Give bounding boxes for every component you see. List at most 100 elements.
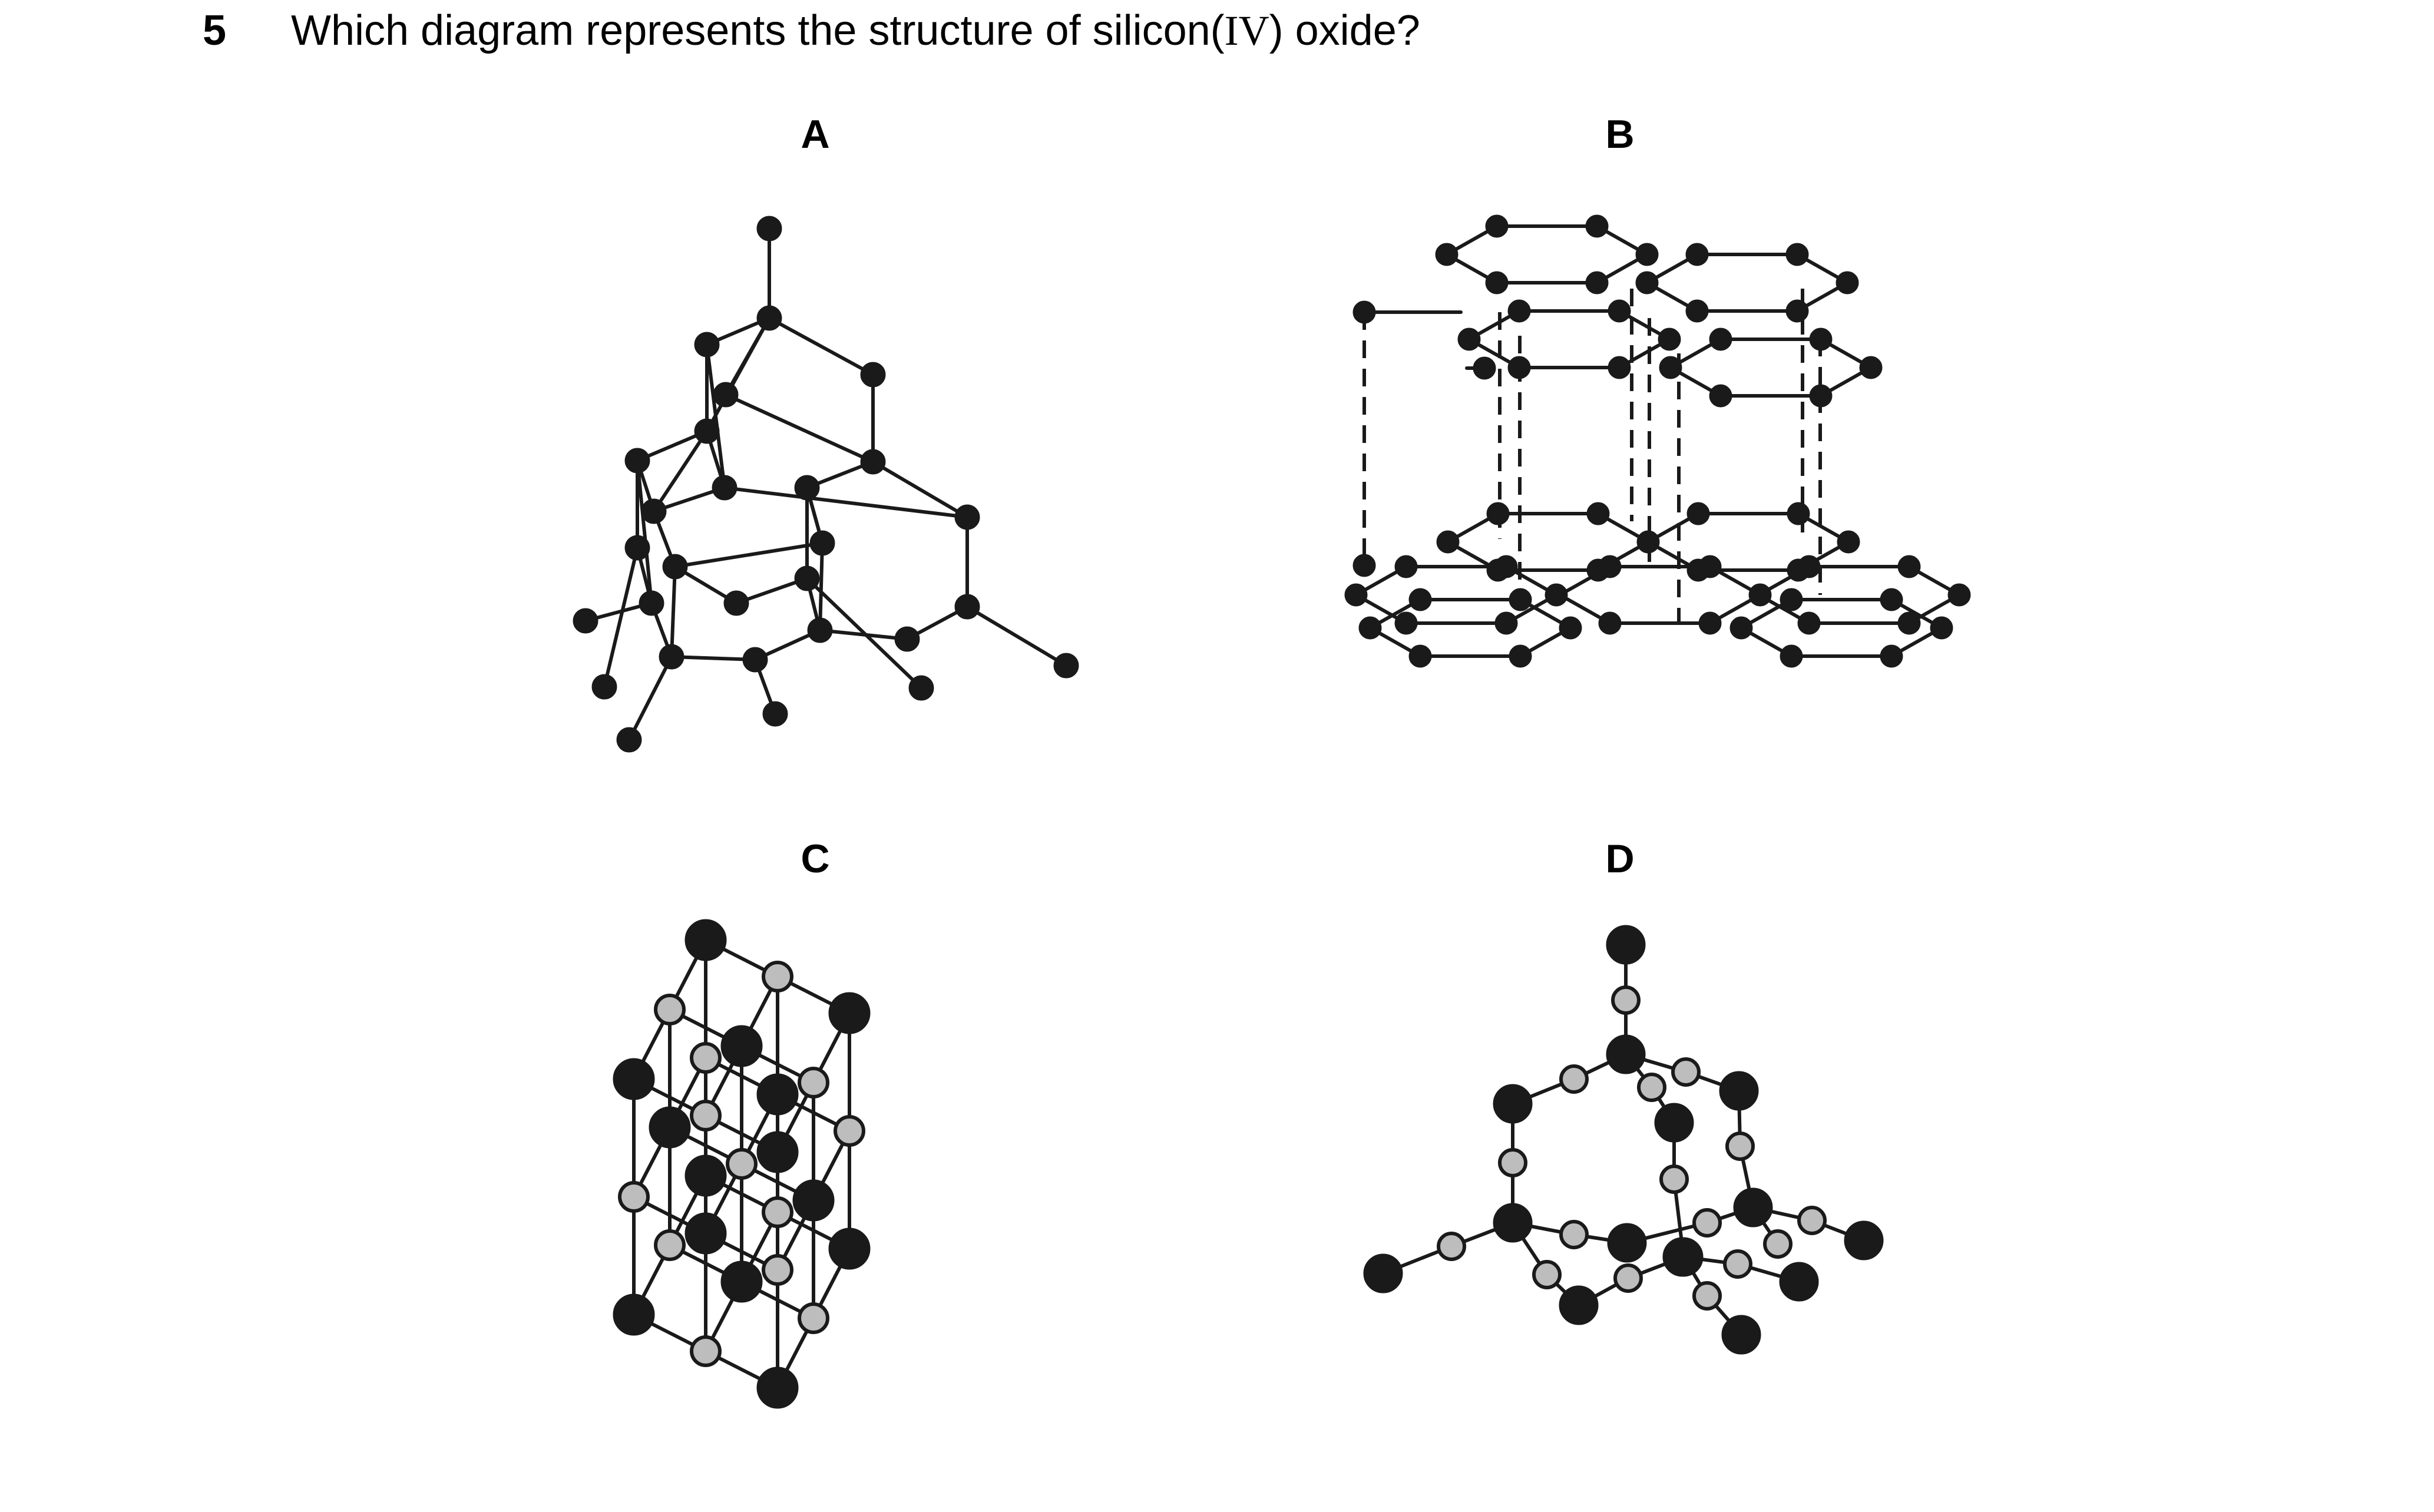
option-a-label[interactable]: A: [801, 112, 830, 157]
black-atom: [1598, 555, 1622, 578]
black-atom: [662, 554, 688, 580]
black-atom: [1435, 243, 1459, 266]
black-atom: [1729, 616, 1753, 640]
black-atom: [1721, 1315, 1761, 1355]
diagram-a-diamond-lattice[interactable]: [573, 216, 1079, 753]
black-atom: [1545, 583, 1568, 607]
bond-line: [871, 460, 969, 519]
black-atom: [1859, 356, 1883, 379]
black-atom: [1698, 555, 1722, 578]
black-atom: [954, 594, 980, 620]
grey-atom: [1611, 985, 1641, 1015]
black-atom: [1358, 616, 1382, 640]
grey-atom: [1763, 1229, 1793, 1259]
black-atom: [1394, 611, 1418, 635]
black-atom: [1606, 925, 1646, 965]
black-atom: [639, 590, 664, 616]
black-atom: [1559, 616, 1582, 640]
black-atom: [616, 727, 642, 753]
black-atom: [720, 1260, 763, 1303]
grey-atom: [726, 1148, 758, 1180]
grey-atom: [1692, 1208, 1722, 1238]
black-atom: [1785, 243, 1809, 266]
grey-atom: [1613, 1263, 1643, 1293]
option-b-label[interactable]: B: [1605, 112, 1635, 157]
black-atom: [713, 382, 739, 408]
grey-atom: [654, 994, 686, 1025]
black-atom: [1880, 644, 1903, 668]
grey-atom: [1725, 1131, 1755, 1161]
black-atom: [792, 1179, 835, 1222]
roman-numeral: IV: [1224, 7, 1269, 54]
option-d-label[interactable]: D: [1605, 836, 1635, 881]
black-atom: [1485, 271, 1509, 295]
black-atom: [1608, 356, 1631, 379]
black-atom: [1733, 1187, 1773, 1228]
black-atom: [1780, 644, 1803, 668]
diagram-b-graphite-layers[interactable]: [1344, 214, 1971, 668]
black-atom: [1494, 611, 1518, 635]
black-atom: [1880, 588, 1903, 611]
black-atom: [1844, 1220, 1884, 1260]
black-atom: [756, 1367, 799, 1409]
black-atom: [1408, 588, 1432, 611]
black-atom: [1780, 588, 1803, 611]
black-atom: [1607, 1223, 1647, 1263]
black-atom: [1606, 1034, 1646, 1074]
black-atom: [1797, 555, 1821, 578]
grey-atom: [1559, 1064, 1589, 1094]
diagram-c-ionic-cube[interactable]: [613, 919, 871, 1409]
black-atom: [613, 1293, 655, 1336]
grey-atom: [1559, 1220, 1589, 1249]
black-atom: [828, 992, 871, 1034]
grey-atom: [690, 1042, 722, 1074]
black-atom: [712, 475, 738, 501]
black-atom: [1635, 271, 1659, 295]
black-atom: [1473, 356, 1496, 380]
grey-atom: [1637, 1073, 1666, 1102]
black-atom: [1785, 299, 1809, 323]
grey-atom: [1671, 1057, 1701, 1087]
black-atom: [794, 565, 820, 591]
grey-atom: [834, 1115, 865, 1147]
black-atom: [1837, 530, 1860, 554]
black-atom: [1485, 214, 1509, 238]
bond-line: [818, 541, 824, 632]
option-c-label[interactable]: C: [801, 836, 830, 881]
grey-atom: [1797, 1206, 1827, 1235]
black-atom: [1664, 1237, 1704, 1277]
grey-atom: [654, 1229, 686, 1261]
black-atom: [1685, 243, 1709, 266]
bond-line: [603, 546, 639, 689]
black-atom: [723, 590, 749, 616]
black-atom: [1836, 271, 1859, 295]
question-text: Which diagram represents the structure o…: [291, 7, 1420, 54]
black-atom: [1486, 502, 1510, 525]
bond-line: [724, 393, 875, 464]
grey-atom: [1498, 1148, 1527, 1177]
bond-line: [965, 605, 1068, 667]
black-atom: [1507, 356, 1531, 379]
black-atom: [1635, 243, 1659, 266]
bond-line: [627, 655, 673, 742]
black-atom: [794, 475, 820, 501]
grey-atom: [690, 1100, 722, 1131]
black-atom: [624, 448, 650, 474]
black-atom: [1797, 611, 1821, 635]
black-atom: [828, 1228, 871, 1270]
black-atom: [756, 1073, 799, 1116]
diagram-d-silica-network[interactable]: [1363, 925, 1884, 1355]
black-atom: [694, 418, 720, 444]
grey-atom: [1659, 1164, 1689, 1194]
grey-atom: [1692, 1281, 1722, 1311]
bond-line: [818, 628, 909, 641]
black-atom: [1408, 644, 1432, 668]
grey-atom: [762, 1196, 793, 1228]
black-atom: [1947, 583, 1971, 607]
black-atom: [684, 919, 727, 961]
black-atom: [1608, 299, 1631, 323]
black-atom: [694, 332, 720, 358]
black-atom: [860, 362, 886, 388]
bond-line: [670, 655, 757, 661]
black-atom: [1344, 583, 1368, 607]
